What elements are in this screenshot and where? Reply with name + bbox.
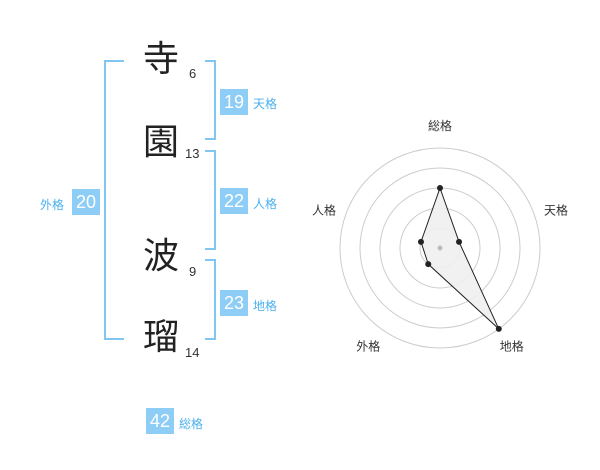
stroke-count-2: 13 xyxy=(185,146,200,161)
radar-axis-label-4: 外格 xyxy=(356,339,380,354)
radar-point-5 xyxy=(417,238,424,245)
soukaku-value: 42 xyxy=(146,408,174,434)
stroke-count-1: 6 xyxy=(189,66,197,81)
radar-center-dot xyxy=(437,245,443,251)
radar-point-3 xyxy=(495,325,502,332)
gaikaku-label: 外格 xyxy=(40,198,65,212)
radar-point-1 xyxy=(437,185,443,191)
chikaku-value: 23 xyxy=(220,290,248,316)
radar-points xyxy=(417,185,502,332)
gaikaku-value: 20 xyxy=(72,189,100,215)
radar-axis-label-1: 総格 xyxy=(428,118,452,133)
jinkaku-value: 22 xyxy=(220,188,248,214)
jinkaku-bracket xyxy=(205,150,216,250)
radar-axis-label-3: 地格 xyxy=(500,339,524,354)
stroke-count-3: 9 xyxy=(189,264,197,279)
radar-axis-label-5: 人格 xyxy=(312,202,336,217)
radar-point-2 xyxy=(456,238,463,245)
name-char-3: 波 xyxy=(143,236,180,277)
name-char-2: 園 xyxy=(143,122,180,163)
soukaku-label: 総格 xyxy=(179,417,204,431)
radar-ring xyxy=(359,167,521,329)
radar-axis-label-2: 天格 xyxy=(544,202,568,217)
chikaku-label: 地格 xyxy=(253,299,278,313)
gaikaku-bracket xyxy=(104,60,124,340)
tenkaku-value: 19 xyxy=(220,89,248,115)
tenkaku-label: 天格 xyxy=(253,97,278,111)
name-char-1: 寺 xyxy=(143,39,180,80)
name-char-4: 瑠 xyxy=(143,317,180,358)
chikaku-bracket xyxy=(205,259,216,340)
radar-point-4 xyxy=(425,261,432,268)
radar-ring xyxy=(339,147,541,349)
tenkaku-bracket xyxy=(205,60,216,140)
jinkaku-label: 人格 xyxy=(253,197,278,211)
stroke-count-4: 14 xyxy=(185,345,200,360)
radar-area xyxy=(420,186,500,330)
